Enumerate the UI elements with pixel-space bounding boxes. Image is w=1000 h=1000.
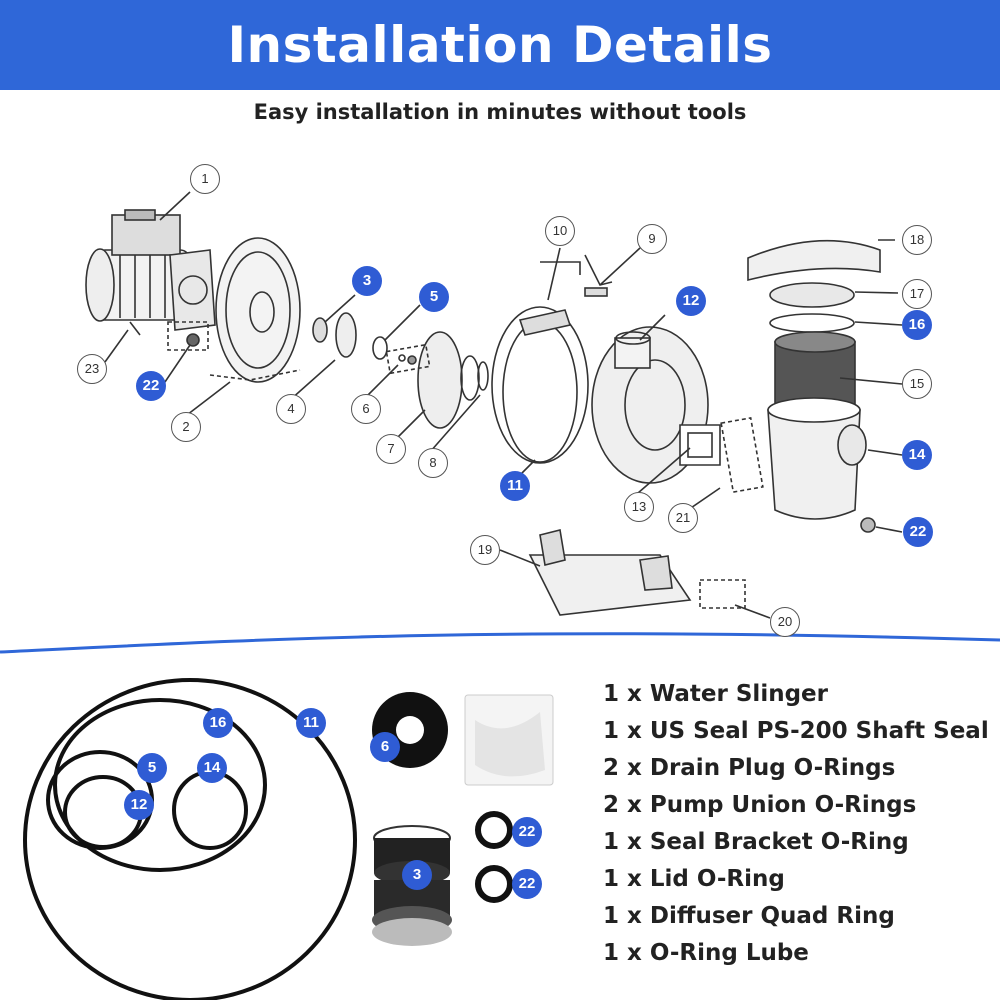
callout-23: 23: [77, 354, 107, 384]
kit-callout-22-upper: 22: [512, 817, 542, 847]
callout-3: 3: [352, 266, 382, 296]
callout-22-motor: 22: [136, 371, 166, 401]
kit-callout-5: 5: [137, 753, 167, 783]
pump-base-drawing: [528, 529, 746, 616]
callout-14: 14: [902, 440, 932, 470]
drain-plug-o-rings: [475, 811, 513, 903]
callout-19: 19: [470, 535, 500, 565]
list-item: 1 x US Seal PS-200 Shaft Seal: [603, 718, 989, 744]
callout-13: 13: [624, 492, 654, 522]
list-item: 2 x Drain Plug O-Rings: [603, 755, 896, 781]
callout-16: 16: [902, 310, 932, 340]
list-item: 1 x Lid O-Ring: [603, 866, 785, 892]
section-divider: [0, 632, 1000, 654]
callout-5: 5: [419, 282, 449, 312]
strainer-housing-drawing: [747, 239, 881, 533]
callout-4: 4: [276, 394, 306, 424]
list-item: 1 x O-Ring Lube: [603, 940, 809, 966]
kit-callout-22-lower: 22: [512, 869, 542, 899]
kit-callout-3: 3: [402, 860, 432, 890]
callout-18: 18: [902, 225, 932, 255]
callout-7: 7: [376, 434, 406, 464]
kit-callout-12: 12: [124, 790, 154, 820]
motor-drawing: [85, 209, 216, 336]
callout-1: 1: [190, 164, 220, 194]
callout-17: 17: [902, 279, 932, 309]
parts-list: 1 x Water Slinger 1 x US Seal PS-200 Sha…: [603, 676, 989, 972]
callout-12: 12: [676, 286, 706, 316]
callout-8: 8: [418, 448, 448, 478]
list-item: 1 x Diffuser Quad Ring: [603, 903, 895, 929]
callout-22-housing: 22: [903, 517, 933, 547]
callout-11: 11: [500, 471, 530, 501]
callout-6: 6: [351, 394, 381, 424]
o-ring-lube-packet: [464, 694, 554, 786]
kit-callout-16: 16: [203, 708, 233, 738]
callout-9: 9: [637, 224, 667, 254]
page-subtitle: Easy installation in minutes without too…: [253, 100, 747, 124]
callout-20: 20: [770, 607, 800, 637]
kit-callout-6: 6: [370, 732, 400, 762]
seal-plate-drawing: [186, 237, 301, 383]
callout-10: 10: [545, 216, 575, 246]
callout-2: 2: [171, 412, 201, 442]
page-title: Installation Details: [227, 16, 773, 74]
list-item: 1 x Seal Bracket O-Ring: [603, 829, 909, 855]
callout-21: 21: [668, 503, 698, 533]
kit-callout-11: 11: [296, 708, 326, 738]
list-item: 1 x Water Slinger: [603, 681, 828, 707]
list-item: 2 x Pump Union O-Rings: [603, 792, 917, 818]
volute-drawing: [591, 326, 721, 484]
callout-15: 15: [902, 369, 932, 399]
kit-callout-14: 14: [197, 753, 227, 783]
header-banner: [0, 0, 1000, 90]
